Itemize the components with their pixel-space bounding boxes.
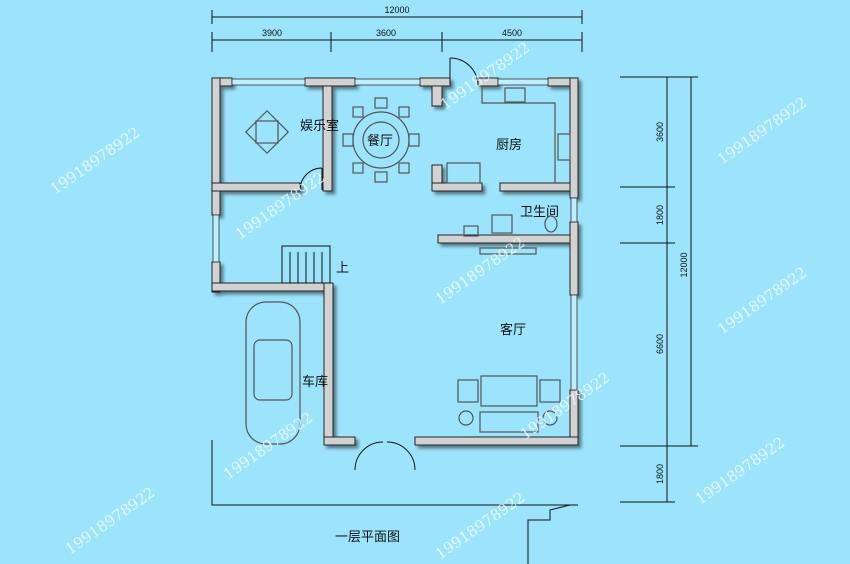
dim-right-4: 1800	[655, 464, 665, 484]
stair	[281, 245, 571, 564]
dim-right-3: 6600	[655, 334, 665, 354]
doors	[299, 57, 479, 471]
svg-text:19918978922: 19918978922	[232, 168, 328, 243]
top-dimension-lines	[211, 10, 583, 52]
svg-text:19918978922: 19918978922	[692, 433, 788, 508]
sofa-set	[457, 375, 561, 433]
watermarks: 19918978922 19918978922 19918978922 1991…	[47, 38, 810, 563]
dining-table	[342, 97, 420, 183]
svg-text:19918978922: 19918978922	[220, 408, 316, 483]
svg-text:19918978922: 19918978922	[714, 93, 810, 168]
dim-top-3: 4500	[502, 28, 522, 38]
svg-text:19918978922: 19918978922	[47, 123, 143, 198]
dim-right-1: 3600	[655, 122, 665, 142]
room-label-living: 客厅	[500, 322, 526, 338]
dim-right-2: 1800	[655, 205, 665, 225]
terrace-outline	[211, 440, 578, 506]
svg-text:19918978922: 19918978922	[62, 483, 158, 558]
svg-text:19918978922: 19918978922	[432, 488, 528, 563]
room-label-dining: 餐厅	[367, 133, 393, 149]
car	[245, 301, 301, 445]
right-dimension-lines	[620, 76, 698, 503]
plan-title: 一层平面图	[335, 530, 400, 545]
dim-top-2: 3600	[376, 28, 396, 38]
room-label-garage: 车库	[302, 374, 328, 390]
stair-up-label: 上	[336, 261, 349, 276]
mahjong-table	[244, 109, 290, 155]
room-label-entertainment: 娱乐室	[300, 118, 339, 134]
dim-right-total: 12000	[679, 252, 689, 277]
kitchen-counter	[446, 86, 571, 184]
dim-top-total: 12000	[384, 5, 409, 15]
dim-top-1: 3900	[262, 28, 282, 38]
bathroom-fixtures	[463, 214, 558, 255]
room-label-bathroom: 卫生间	[520, 205, 559, 220]
svg-text:19918978922: 19918978922	[432, 233, 528, 308]
walls	[211, 77, 579, 446]
svg-text:19918978922: 19918978922	[714, 263, 810, 338]
room-label-kitchen: 厨房	[496, 137, 522, 153]
windows	[212, 78, 578, 391]
